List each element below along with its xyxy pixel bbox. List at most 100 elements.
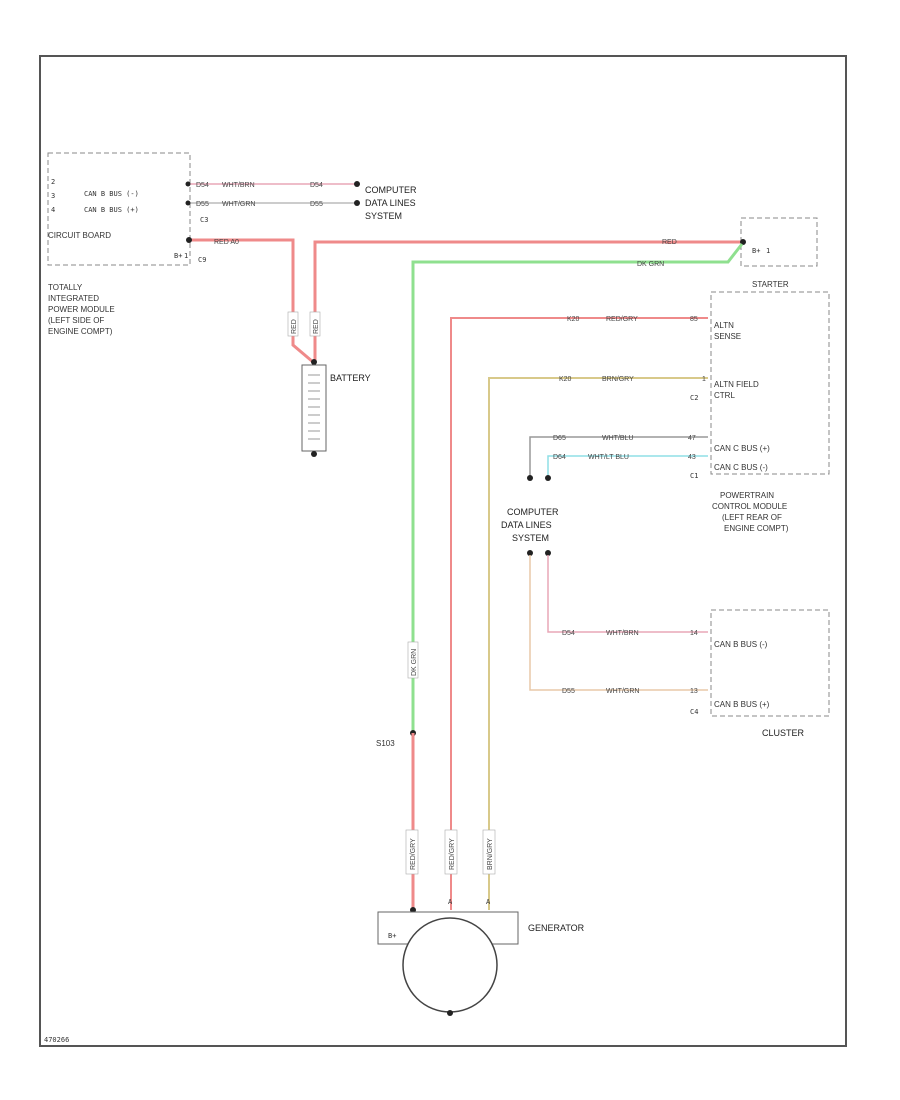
- tipm-pin-3: 3: [51, 192, 55, 200]
- cluster-label: CLUSTER: [762, 728, 805, 738]
- pcm-connector-c1: C1: [690, 472, 698, 480]
- tipm-pin-4: 4: [51, 206, 55, 214]
- battery-label: BATTERY: [330, 373, 371, 383]
- battery-symbol: [301, 364, 327, 452]
- gen-wire-2-label: RED/GRY: [449, 838, 456, 870]
- cdl-mid-dot-1: [527, 475, 533, 481]
- wire-starter-to-battery: [313, 240, 742, 362]
- starter-pin: B+: [752, 247, 760, 255]
- wire-alt-field-circuit: K20: [559, 376, 572, 383]
- generator-symbol: [402, 917, 498, 1013]
- cdl-mid-line-3: SYSTEM: [512, 533, 549, 543]
- wire-alt-sense-color: RED/GRY: [606, 316, 638, 323]
- pcm-box: [710, 291, 830, 475]
- tipm-connector-c9: C9: [198, 256, 206, 264]
- wire-tipm-to-battery: [190, 238, 314, 364]
- wire-can-c-minus-circuit: D64: [553, 454, 566, 461]
- cluster-connector: C4: [690, 708, 698, 716]
- generator-pin: B+: [388, 932, 396, 940]
- cdl-mid-line-2: DATA LINES: [501, 520, 552, 530]
- pcm-connector-c2: C2: [690, 394, 698, 402]
- wire-alt-sense-pin: 85: [690, 316, 698, 323]
- tipm-connector-c3: C3: [200, 216, 208, 224]
- starter-pin-num: 1: [766, 247, 770, 255]
- wire-alt-field-pin: 1: [702, 376, 706, 383]
- tipm-desc-4: (LEFT SIDE OF: [48, 316, 104, 325]
- tipm-desc-1: TOTALLY: [48, 283, 83, 292]
- wire-cluster-1-color: WHT/BRN: [606, 630, 639, 637]
- wire-alt-sense: [450, 317, 708, 910]
- starter-pin-dot: [740, 239, 746, 245]
- batt-wire-2-label: RED: [313, 319, 320, 334]
- tipm-desc-5: ENGINE COMPT): [48, 327, 113, 336]
- cdl-top-line-1: COMPUTER: [365, 185, 417, 195]
- wire-tipm-2-color: WHT/GRN: [222, 201, 255, 208]
- green-wire-label-box: [407, 641, 419, 679]
- wire-alt-field: [488, 377, 708, 910]
- batt-wire-label-box-2: [309, 311, 321, 337]
- pcm-desc-3: (LEFT REAR OF: [722, 513, 782, 522]
- battery-cells: [308, 374, 320, 440]
- pcm-alt-field-1: ALTN FIELD: [714, 380, 759, 389]
- diagram-frame: [39, 55, 847, 1047]
- wire-red-main-label: RED: [662, 239, 677, 246]
- wire-cluster-1-pin: 14: [690, 630, 698, 637]
- wire-batt-red-label: RED A0: [214, 239, 239, 246]
- tipm-box: [47, 152, 191, 266]
- tipm-batt-pin: B+: [174, 252, 182, 260]
- cdl-top-line-3: SYSTEM: [365, 211, 402, 221]
- wire-tipm-1-color: WHT/BRN: [222, 182, 255, 189]
- cdl-mid-line-1: COMPUTER: [507, 507, 559, 517]
- wire-cluster-2-circuit: D55: [562, 688, 575, 695]
- tipm-desc-2: INTEGRATED: [48, 294, 99, 303]
- pcm-desc-4: ENGINE COMPT): [724, 524, 789, 533]
- wire-tipm-2-code: D55: [310, 201, 323, 208]
- wire-cluster-2-color: WHT/GRN: [606, 688, 639, 695]
- gen-wire-3-label: BRN/GRY: [487, 838, 494, 870]
- wire-tipm-1-code: D54: [310, 182, 323, 189]
- cdl-top-dot-2: [354, 200, 360, 206]
- pcm-can-c-plus: CAN C BUS (+): [714, 444, 770, 453]
- gen-wire-1-label: RED/GRY: [410, 838, 417, 870]
- pcm-alt-sense-1: ALTN: [714, 321, 734, 330]
- splice-label: S103: [376, 739, 395, 748]
- wire-can-c-minus-pin: 43: [688, 454, 696, 461]
- wire-cluster-2-pin: 13: [690, 688, 698, 695]
- gen-pin-dot-2-mark: A: [448, 898, 453, 906]
- pcm-desc-1: POWERTRAIN: [720, 491, 774, 500]
- cluster-can-b-plus: CAN B BUS (+): [714, 700, 770, 709]
- cdl-mid-dot-2: [545, 475, 551, 481]
- tipm-can-b-plus: CAN B BUS (+): [84, 206, 139, 214]
- generator-label: GENERATOR: [528, 923, 585, 933]
- wire-tipm-2-id: D55: [196, 201, 209, 208]
- wire-cluster-d54: [547, 555, 708, 633]
- wire-green-main: [411, 243, 744, 732]
- pcm-desc-2: CONTROL MODULE: [712, 502, 787, 511]
- batt-wire-1-label: RED: [291, 319, 298, 334]
- wire-can-c-plus-pin: 47: [688, 435, 696, 442]
- wire-alt-sense-circuit: K20: [567, 316, 580, 323]
- starter-box: [740, 217, 818, 267]
- wire-can-c-minus-color: WHT/LT BLU: [588, 454, 629, 461]
- wire-green-vertical-label: DK GRN: [411, 649, 418, 676]
- cluster-can-b-minus: CAN B BUS (-): [714, 640, 768, 649]
- cdl-mid-dot-4: [545, 550, 551, 556]
- wire-green-main-label: DK GRN: [637, 261, 664, 268]
- cdl-top-dot-1: [354, 181, 360, 187]
- footer-code: 470266: [44, 1036, 69, 1044]
- tipm-circuit-board: CIRCUIT BOARD: [48, 231, 111, 240]
- gen-wire-label-box-2: [444, 829, 458, 875]
- pcm-alt-sense-2: SENSE: [714, 332, 741, 341]
- gen-wire-label-box-1: [405, 829, 419, 875]
- wire-tipm-1-id: D54: [196, 182, 209, 189]
- pcm-alt-field-2: CTRL: [714, 391, 735, 400]
- tipm-desc-3: POWER MODULE: [48, 305, 115, 314]
- cdl-top-line-2: DATA LINES: [365, 198, 416, 208]
- wire-cluster-1-circuit: D54: [562, 630, 575, 637]
- wire-can-c-minus: [547, 455, 708, 476]
- wire-can-c-plus-color: WHT/BLU: [602, 435, 634, 442]
- tipm-can-b-minus: CAN B BUS (-): [84, 190, 139, 198]
- batt-wire-label-box-1: [287, 311, 299, 337]
- tipm-pin-dot-2: [185, 200, 191, 206]
